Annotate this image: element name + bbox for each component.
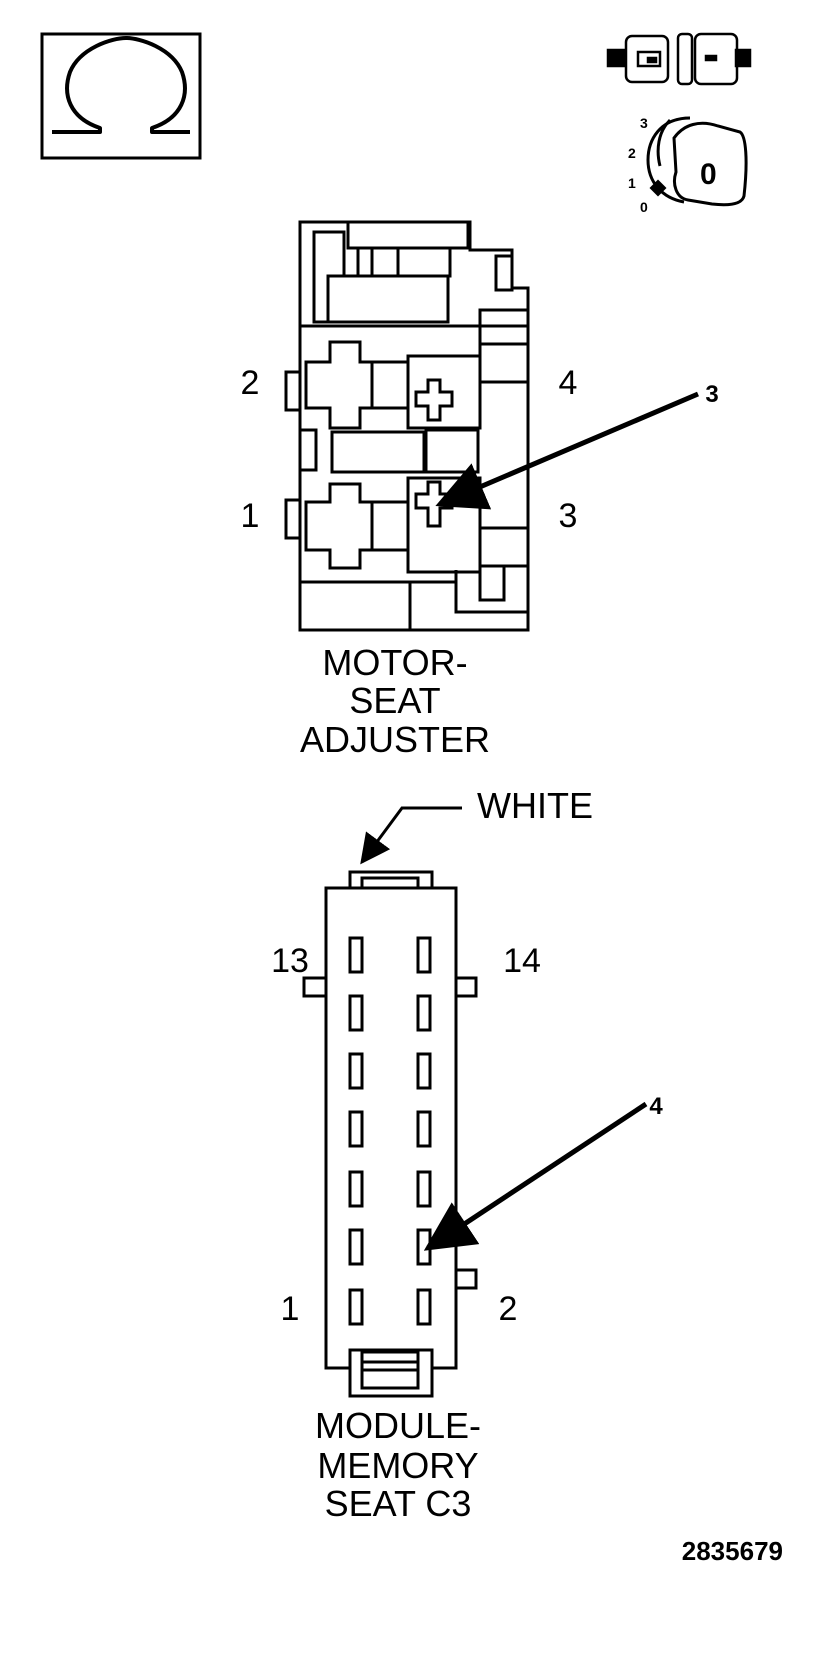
memory-module-callout-label: 4 (649, 1093, 663, 1120)
motor-seat-callout-arrow (435, 391, 699, 510)
memory-module-title-line-2: MEMORY (317, 1445, 478, 1486)
motor-seat-callout-label: 3 (705, 381, 718, 408)
ignition-position-2: 2 (628, 145, 636, 161)
memory-module-title-line-1: MODULE- (315, 1405, 481, 1446)
figure-id: 2835679 (682, 1536, 783, 1566)
ignition-key-label: 0 (700, 158, 717, 191)
disconnect-connector-icon (606, 32, 752, 86)
motor-seat-title-line-1: MOTOR- (322, 642, 467, 683)
white-leader-line (360, 806, 462, 865)
motor-seat-pin-4-label: 4 (559, 364, 578, 402)
memory-module-pin-1-label: 1 (281, 1290, 300, 1328)
memory-module-title-line-3: SEAT C3 (325, 1483, 472, 1524)
memory-module-connector (302, 870, 478, 1398)
motor-seat-pin-1-label: 1 (241, 497, 260, 535)
ohmmeter-icon (40, 32, 202, 160)
memory-module-pin-14-label: 14 (503, 942, 541, 980)
motor-seat-title-line-2: SEAT (349, 680, 440, 721)
ignition-off-icon: 3 2 1 0 0 (628, 115, 748, 215)
ignition-position-0: 0 (640, 199, 648, 215)
motor-seat-pin-3-label: 3 (559, 497, 578, 535)
motor-seat-title-line-3: ADJUSTER (300, 719, 490, 760)
motor-seat-connector (284, 220, 530, 632)
memory-module-color-label: WHITE (477, 785, 593, 826)
ignition-position-3: 3 (640, 115, 648, 131)
motor-seat-pin-2-label: 2 (241, 364, 260, 402)
memory-module-callout-arrow (423, 1101, 648, 1251)
memory-module-pin-2-label: 2 (499, 1290, 518, 1328)
ignition-position-1: 1 (628, 175, 636, 191)
memory-module-pin-13-label: 13 (271, 942, 309, 980)
